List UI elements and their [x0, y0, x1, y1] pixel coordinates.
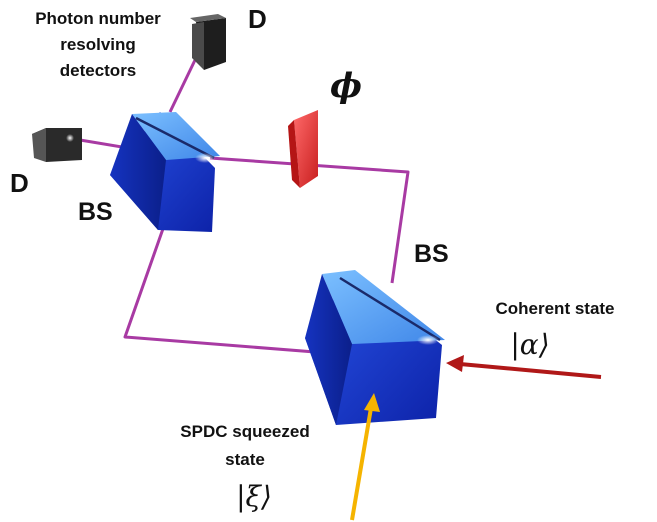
spdc-state-ket: |ξ⟩ [236, 480, 272, 513]
detector-left-icon [32, 128, 82, 162]
detectors-label-line2: resolving [60, 35, 136, 54]
phase-shifter-icon [288, 110, 318, 188]
spdc-label-line1: SPDC squeezed [180, 422, 309, 441]
bs-left-label: BS [78, 198, 113, 226]
beam-left-bs-to-top-detector [168, 57, 198, 113]
detector-left-label: D [10, 168, 29, 198]
beam-lower-arm [123, 185, 316, 354]
coherent-state-ket: |α⟩ [510, 328, 549, 361]
detector-top-label: D [248, 4, 267, 34]
beam-splitter-left-icon [110, 112, 220, 232]
detectors-label-line1: Photon number [35, 9, 161, 28]
coherent-state-label: Coherent state [495, 299, 614, 318]
coherent-input-arrow [446, 355, 602, 379]
detectors-label-line3: detectors [60, 61, 137, 80]
detector-top-icon [190, 14, 226, 70]
bs-right-label: BS [414, 240, 449, 268]
squeezed-input-arrow [350, 393, 380, 521]
beam-upper-arm [209, 156, 410, 284]
phase-label: ϕ [330, 66, 362, 106]
spdc-label-line2: state [225, 450, 265, 469]
beam-splitter-right-icon [305, 270, 445, 425]
